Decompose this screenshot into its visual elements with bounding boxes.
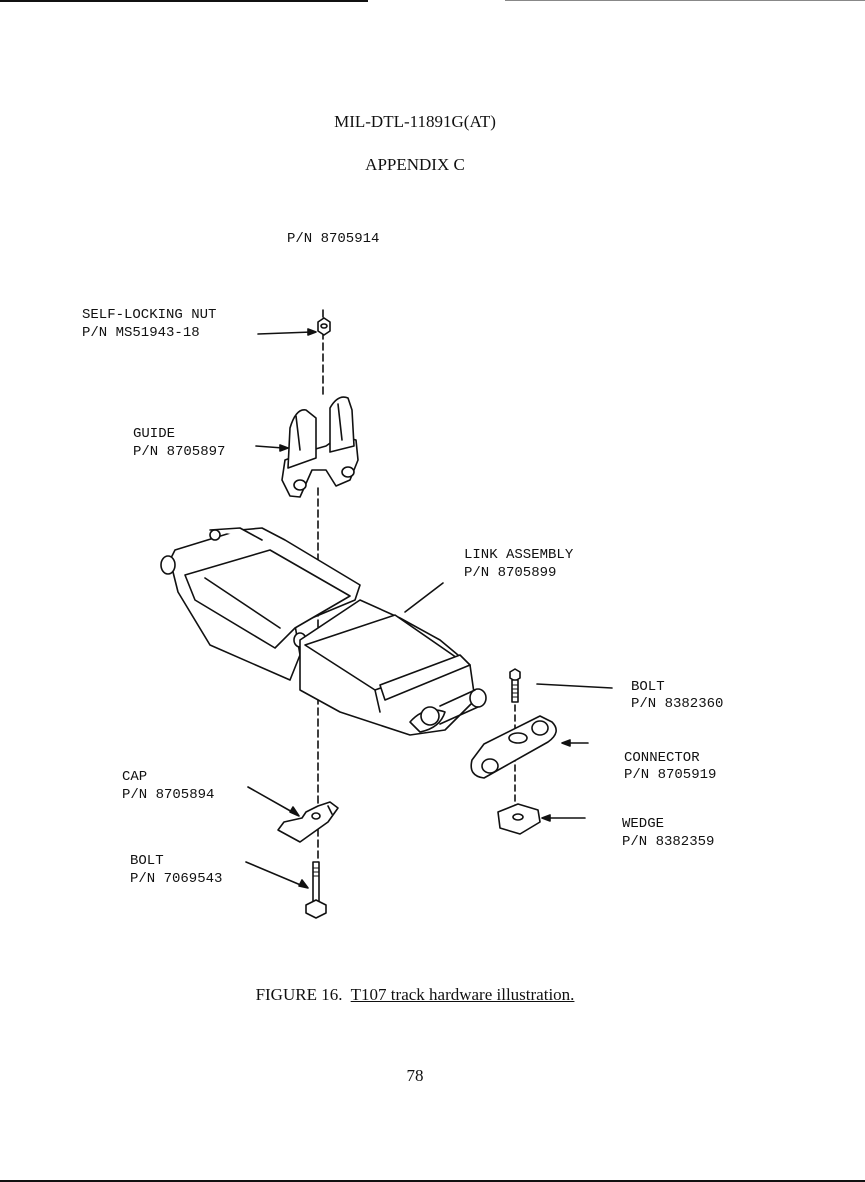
wedge-part xyxy=(497,803,541,835)
bolt-7069543-part xyxy=(305,861,327,919)
arrow-nut xyxy=(307,328,317,336)
top-rule-right xyxy=(505,0,865,1)
assembly-part-number: P/N 8705914 xyxy=(287,231,380,247)
callout-wedge-name: WEDGE xyxy=(622,816,665,832)
self-locking-nut-part xyxy=(317,317,331,336)
callout-cap-name: CAP xyxy=(122,769,148,785)
appendix-heading: APPENDIX C xyxy=(365,155,465,174)
arrow-cap xyxy=(289,806,300,817)
callout-link-name: LINK ASSEMBLY xyxy=(464,547,574,563)
arrow-bolt2 xyxy=(298,879,309,889)
connector-part xyxy=(470,715,557,779)
leader-nut xyxy=(257,331,313,335)
callout-connector-name: CONNECTOR xyxy=(624,750,700,766)
figure-caption-title: T107 track hardware illustration. xyxy=(350,985,575,1004)
callout-connector-pn: P/N 8705919 xyxy=(624,767,717,783)
bolt-8382360-part xyxy=(509,668,521,703)
callout-nut-name: SELF-LOCKING NUT xyxy=(82,307,217,323)
guide-part xyxy=(281,396,359,498)
callout-bolt2-name: BOLT xyxy=(130,853,164,869)
callout-bolt1-name: BOLT xyxy=(631,679,665,695)
figure-caption: FIGURE 16. T107 track hardware illustrat… xyxy=(0,985,830,1005)
leader-guide xyxy=(255,445,284,449)
leader-lines xyxy=(245,328,613,889)
leader-link xyxy=(404,582,444,613)
link-assembly-left-shoe xyxy=(160,527,361,681)
callout-bolt2-pn: P/N 7069543 xyxy=(130,871,223,887)
callout-bolt1-pn: P/N 8382360 xyxy=(631,696,724,712)
leader-bolt1 xyxy=(536,683,613,689)
page-number: 78 xyxy=(406,1066,424,1085)
leader-cap xyxy=(247,786,295,814)
arrow-guide xyxy=(279,444,289,452)
arrow-connector xyxy=(561,739,571,747)
top-rule-left xyxy=(0,0,368,2)
cap-part xyxy=(277,801,339,843)
arrow-wedge xyxy=(541,814,551,822)
callout-link-pn: P/N 8705899 xyxy=(464,565,557,581)
doc-number: MIL-DTL-11891G(AT) xyxy=(334,112,496,131)
figure-caption-label: FIGURE 16. xyxy=(255,985,343,1004)
callout-wedge-pn: P/N 8382359 xyxy=(622,834,715,850)
bottom-rule xyxy=(0,1180,865,1182)
leader-bolt2 xyxy=(245,861,304,887)
callout-guide-name: GUIDE xyxy=(133,426,176,442)
callout-nut-pn: P/N MS51943-18 xyxy=(82,325,200,341)
callout-cap-pn: P/N 8705894 xyxy=(122,787,215,803)
callout-guide-pn: P/N 8705897 xyxy=(133,444,226,460)
link-assembly-right-shoe xyxy=(299,599,487,736)
